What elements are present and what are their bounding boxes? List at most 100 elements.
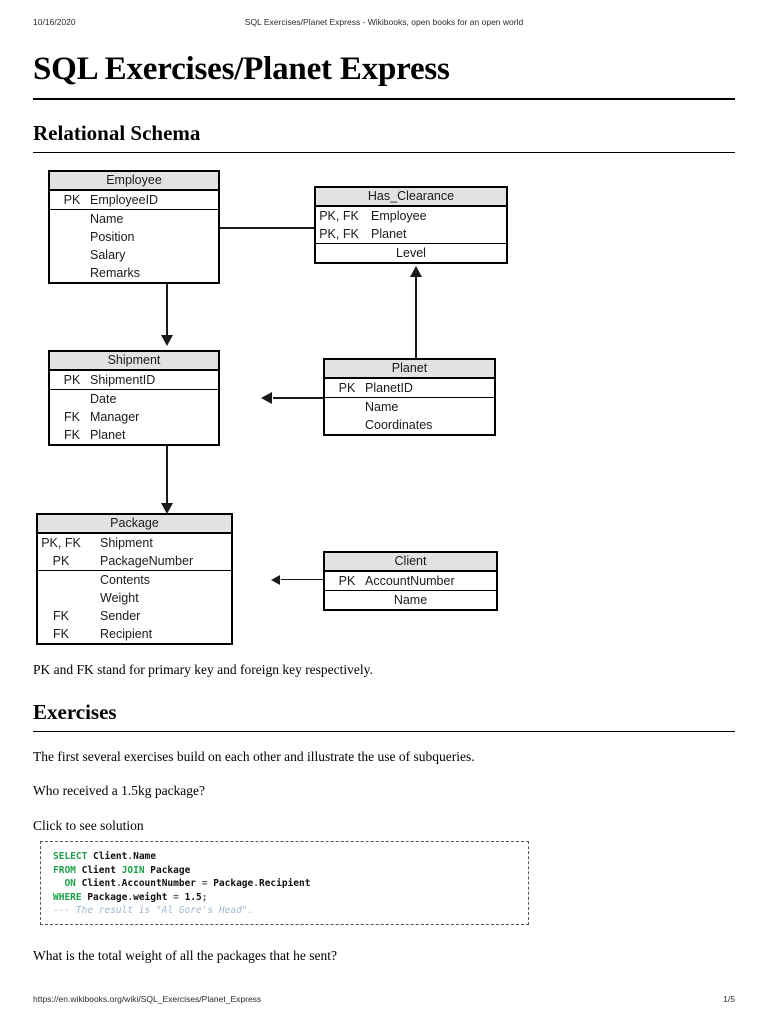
key-label: PK — [338, 574, 356, 588]
attribute-label: Employee — [371, 209, 427, 223]
connector-shipment-package — [166, 440, 168, 508]
exercises-heading-rule — [33, 731, 735, 732]
arrowhead-package-from-client — [271, 575, 280, 585]
code-line: SELECT Client.Name — [53, 850, 528, 864]
attribute-row: Remarks — [50, 264, 218, 282]
page-title: SQL Exercises/Planet Express — [33, 51, 450, 87]
entity-has-clearance[interactable]: Has_Clearance PK, FK Employee PK, FK Pla… — [314, 186, 508, 264]
key-label: FK — [53, 627, 69, 641]
connector-employee-has-clearance — [219, 227, 333, 229]
attribute-row: Name — [325, 398, 494, 416]
code-token: SELECT — [53, 851, 94, 862]
connector-planet-shipment — [273, 397, 359, 399]
code-token: Package — [213, 878, 254, 889]
attribute-label: Contents — [100, 573, 151, 587]
entity-package[interactable]: Package PK, FK Shipment PK PackageNumber… — [36, 513, 233, 645]
attribute-row: FK Sender — [38, 607, 231, 625]
code-token: Name — [133, 851, 156, 862]
code-token: WHERE — [53, 891, 88, 903]
attribute-label: AccountNumber — [365, 574, 455, 588]
arrowhead-shipment — [161, 335, 173, 346]
entity-shipment[interactable]: Shipment PK ShipmentID Date FK Manager F… — [48, 350, 220, 446]
entity-client[interactable]: Client PK AccountNumber Name — [323, 551, 498, 611]
footer-page-number: 1/5 — [723, 994, 735, 1004]
entity-shipment-attrs: Date FK Manager FK Planet — [50, 390, 218, 444]
attribute-row: Level — [316, 244, 506, 262]
attribute-label: Manager — [90, 410, 140, 424]
code-token: Package — [150, 864, 191, 876]
pk-fk-note: PK and FK stand for primary key and fore… — [33, 662, 373, 677]
print-date: 10/16/2020 — [33, 17, 76, 27]
key-label: FK — [64, 428, 80, 442]
attribute-label: Salary — [90, 248, 126, 262]
entity-employee-title: Employee — [50, 172, 218, 191]
code-token: Package — [87, 891, 128, 903]
code-token: ON — [53, 878, 82, 889]
attribute-label: ShipmentID — [90, 373, 156, 387]
key-label: FK — [53, 609, 69, 623]
code-token: JOIN — [121, 864, 151, 876]
attribute-label: EmployeeID — [90, 193, 159, 207]
attribute-row: Coordinates — [325, 416, 494, 434]
code-token: Client — [81, 864, 122, 876]
attribute-row: Date — [50, 390, 218, 408]
attribute-label: Coordinates — [365, 418, 433, 432]
attribute-row: PK PlanetID — [325, 379, 494, 397]
attribute-label: Sender — [100, 609, 141, 623]
attribute-label: Remarks — [90, 266, 141, 280]
entity-employee[interactable]: Employee PK EmployeeID Name Position — [48, 170, 220, 284]
click-to-see-solution[interactable]: Click to see solution — [33, 818, 144, 833]
entity-has-clearance-keys: PK, FK Employee PK, FK Planet — [316, 207, 506, 244]
relational-schema-diagram: Employee PK EmployeeID Name Position — [33, 160, 735, 650]
exercises-intro: The first several exercises build on eac… — [33, 749, 475, 764]
arrowhead-package — [161, 503, 173, 514]
attribute-label: Planet — [90, 428, 126, 442]
print-header: 10/16/2020 SQL Exercises/Planet Express … — [0, 17, 768, 29]
attribute-label: Planet — [371, 227, 407, 241]
attribute-label: Recipient — [100, 627, 153, 641]
footer-url: https://en.wikibooks.org/wiki/SQL_Exerci… — [33, 994, 262, 1004]
entity-planet-attrs: Name Coordinates — [325, 398, 494, 434]
attribute-row: FK Recipient — [38, 625, 231, 643]
connector-client-package — [281, 579, 359, 580]
attribute-row: PK, FK Shipment — [38, 534, 231, 552]
code-token: . — [115, 878, 122, 889]
entity-has-clearance-title: Has_Clearance — [316, 188, 506, 207]
entity-client-attrs: Name — [325, 591, 496, 609]
attribute-row: PK, FK Planet — [316, 225, 506, 243]
entity-shipment-title: Shipment — [50, 352, 218, 371]
attribute-label: Name — [393, 593, 428, 607]
connector-employee-shipment — [166, 278, 168, 340]
key-label: PK — [63, 193, 81, 207]
key-label: PK — [52, 554, 70, 568]
attribute-row: Name — [50, 210, 218, 228]
entity-package-keys: PK, FK Shipment PK PackageNumber — [38, 534, 231, 571]
attribute-label: Name — [90, 212, 124, 226]
attribute-row: Name — [325, 591, 496, 609]
entity-planet-keys: PK PlanetID — [325, 379, 494, 398]
schema-heading-rule — [33, 152, 735, 153]
key-label: PK, FK — [41, 536, 81, 550]
attribute-row: PK, FK Employee — [316, 207, 506, 225]
entity-package-attrs: Contents Weight FK Sender FK Recipient — [38, 571, 231, 643]
code-token: AccountNumber — [121, 878, 202, 889]
attribute-row: PK PackageNumber — [38, 552, 231, 570]
code-token: = — [201, 878, 214, 889]
attribute-label: PackageNumber — [100, 554, 194, 568]
arrowhead-has-clearance-from-planet — [410, 266, 422, 277]
attribute-label: Shipment — [100, 536, 153, 550]
entity-planet[interactable]: Planet PK PlanetID Name Coordinates — [323, 358, 496, 436]
connector-planet-has-clearance — [415, 270, 417, 364]
title-rule — [33, 98, 735, 100]
code-token: . — [127, 851, 134, 862]
code-line: FROM Client JOIN Package — [53, 864, 528, 878]
entity-planet-title: Planet — [325, 360, 494, 379]
code-token: Client — [81, 878, 116, 889]
entity-client-title: Client — [325, 553, 496, 572]
section-heading-exercises: Exercises — [33, 700, 117, 724]
attribute-label: Level — [396, 246, 426, 260]
code-line: --- The result is "Al Gore's Head". — [53, 904, 528, 918]
exercise-question-1: Who received a 1.5kg package? — [33, 783, 206, 798]
entity-employee-attrs: Name Position Salary Remarks — [50, 210, 218, 282]
attribute-label: PlanetID — [365, 381, 413, 395]
